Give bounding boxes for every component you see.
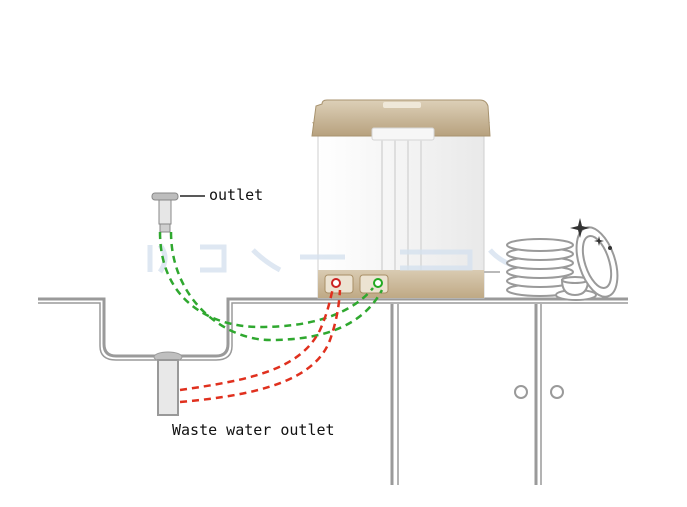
plate-stack-icon (506, 238, 574, 297)
outlet-label: outlet (209, 186, 264, 204)
sparkle-icon (570, 218, 612, 250)
cup-icon (555, 276, 597, 301)
inlet-hose (158, 231, 384, 342)
faucet-icon (151, 192, 205, 233)
waste-water-outlet-label: Waste water outlet (172, 421, 335, 439)
cabinet-knob-left (514, 385, 528, 399)
waste-hose (179, 287, 342, 404)
tilted-plate-icon (575, 226, 619, 298)
cabinet-knob-right (550, 385, 564, 399)
sink-drain (153, 351, 183, 416)
cabinet (390, 304, 542, 485)
